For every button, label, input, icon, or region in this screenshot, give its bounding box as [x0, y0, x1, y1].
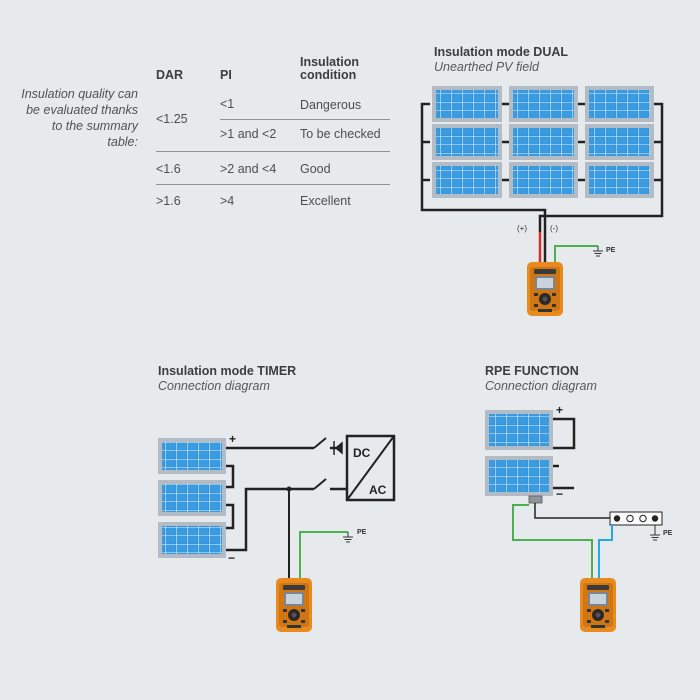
tester-instrument — [276, 578, 312, 632]
socket-terminal — [651, 515, 659, 522]
dual-positive-bus — [538, 102, 664, 232]
table-divider — [156, 184, 390, 185]
row2-condition: To be checked — [300, 127, 381, 141]
rpe-pe-label: PE — [663, 530, 673, 537]
dual-interconnects — [502, 102, 585, 182]
dual-diagram: PE (+) (-) — [420, 86, 664, 316]
rpe-panels — [485, 410, 553, 496]
rpe-frame-wire — [534, 503, 610, 519]
pv-panel — [432, 86, 502, 122]
timer-pe-label: PE — [357, 529, 367, 536]
ground-icon — [342, 531, 354, 543]
row2-pi: >1 and <2 — [220, 127, 277, 141]
socket-terminal — [626, 514, 634, 523]
table-divider — [220, 119, 390, 120]
row4-dar: >1.6 — [156, 194, 181, 208]
row3-condition: Good — [300, 162, 331, 176]
tester-instrument — [527, 262, 563, 316]
pv-panel — [585, 124, 654, 160]
row1-pi: <1 — [220, 97, 235, 111]
timer-title: Insulation mode TIMER — [158, 364, 297, 378]
socket-terminal — [639, 514, 647, 523]
diode-icon — [333, 441, 343, 455]
header-condition-line1: Insulation — [300, 55, 360, 69]
timer-minus-label: − — [228, 551, 235, 565]
pv-panel — [485, 410, 553, 450]
summary-table: DAR PI Insulation condition <1.25 <1 Dan… — [156, 52, 390, 212]
pv-panel — [485, 456, 553, 496]
row3-dar: <1.6 — [156, 162, 181, 176]
header-pi: PI — [220, 68, 232, 82]
inverter-ac-label: AC — [369, 483, 387, 497]
timer-interconnects — [224, 464, 235, 530]
timer-diagram: DC AC + − PE — [158, 432, 396, 632]
rpe-green-lead — [512, 504, 593, 578]
dual-negative-bus — [420, 102, 547, 232]
pv-panel — [158, 438, 226, 474]
timer-negative-wire — [224, 487, 347, 552]
dual-subtitle: Unearthed PV field — [434, 60, 539, 74]
row1-condition: Dangerous — [300, 98, 362, 112]
timer-subtitle: Connection diagram — [158, 379, 270, 393]
pv-panel — [158, 480, 226, 516]
dual-panels — [432, 86, 654, 198]
tester-instrument — [580, 578, 616, 632]
dual-title: Insulation mode DUAL — [434, 45, 569, 59]
dual-ground-lead — [554, 245, 598, 264]
row4-pi: >4 — [220, 194, 235, 208]
socket-strip — [609, 511, 663, 526]
pv-panel — [509, 86, 578, 122]
rpe-diagram: + − PE — [485, 403, 673, 632]
rpe-string-wire — [551, 417, 576, 450]
switch-icon — [313, 478, 327, 490]
dual-minus-label: (-) — [550, 224, 558, 233]
pv-panel — [432, 124, 502, 160]
header-dar: DAR — [156, 68, 184, 82]
intro-text: Insulation quality can be evaluated than… — [21, 87, 138, 149]
rpe-negative-wire — [551, 464, 574, 490]
timer-ground-lead — [299, 531, 348, 580]
rpe-subtitle: Connection diagram — [485, 379, 597, 393]
header-condition-line2: condition — [300, 68, 357, 82]
frame-ground-clamp — [528, 495, 543, 504]
inverter-diagonal — [346, 435, 395, 501]
pv-panel — [509, 162, 578, 198]
pv-panel — [585, 86, 654, 122]
pv-panel — [509, 124, 578, 160]
ground-icon — [649, 529, 661, 541]
socket-terminal — [613, 515, 621, 522]
timer-plus-label: + — [229, 432, 236, 446]
rpe-blue-lead — [598, 524, 613, 578]
switch-icon — [313, 437, 327, 449]
dual-plus-label: (+) — [517, 224, 527, 233]
row3-pi: >2 and <4 — [220, 162, 277, 176]
rpe-minus-label: − — [556, 487, 563, 501]
inverter-dc-label: DC — [353, 446, 371, 460]
pv-panel — [432, 162, 502, 198]
inverter-box — [345, 434, 396, 502]
ground-icon — [592, 245, 604, 257]
rpe-title: RPE FUNCTION — [485, 364, 579, 378]
pv-panel — [585, 162, 654, 198]
timer-panels — [158, 438, 226, 558]
rpe-plus-label: + — [556, 403, 563, 417]
row4-condition: Excellent — [300, 194, 351, 208]
table-divider — [156, 151, 390, 152]
row1-dar: <1.25 — [156, 112, 188, 126]
dual-pe-label: PE — [606, 247, 616, 254]
pv-panel — [158, 522, 226, 558]
